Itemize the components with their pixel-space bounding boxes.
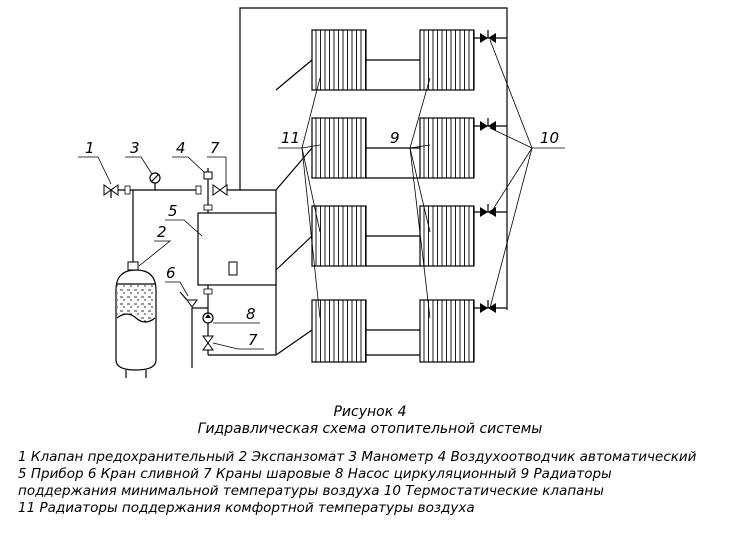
label-4: 4 [176,139,186,157]
label-5: 5 [168,202,178,220]
radiator-comfort-1 [311,29,367,91]
figure-title: Гидравлическая схема отопительной систем… [197,421,543,437]
legend-line: 5 Прибор 6 Кран сливной 7 Краны шаровые … [18,466,612,482]
thermostatic-valve-icon [480,204,496,217]
ball-valve-icon [202,335,214,351]
figure-number: Рисунок 4 [333,404,407,420]
figure-legend: 1 Клапан предохранительный 2 Экспанзомат… [18,449,733,517]
label-10: 10 [540,129,559,147]
boiler-indicator-icon [228,261,238,276]
thermostatic-valves [480,30,496,313]
radiator-comfort-2 [311,117,367,179]
label-7-return: 7 [248,331,258,349]
label-9: 9 [390,129,400,147]
legend-line: поддержания минимальной температуры возд… [18,483,604,499]
radiator-minimum-4 [419,299,475,363]
leader-lines [78,39,565,350]
radiator-comfort-4 [311,299,367,363]
label-1: 1 [85,139,95,157]
radiator-minimum-3 [419,205,475,267]
air-vent-icon [203,168,213,180]
label-11: 11 [281,129,300,147]
legend-line: 11 Радиаторы поддержания комфортной темп… [18,500,475,516]
label-7-supply: 7 [210,139,220,157]
expansion-tank [115,261,157,378]
thermostatic-valve-icon [480,118,496,131]
legend-line: 1 Клапан предохранительный 2 Экспанзомат… [18,449,697,465]
boiler [197,212,277,286]
manometer-icon [149,172,161,184]
comfort-radiators [311,29,367,363]
safety-valve-icon [103,184,119,198]
radiator-minimum-1 [419,29,475,91]
thermostatic-valve-icon [480,300,496,313]
circulation-pump-icon [202,312,214,324]
thermostatic-valve-icon [480,30,496,43]
heating-system-diagram: 1 3 4 7 5 2 6 8 7 11 9 10 [78,7,565,378]
label-3: 3 [130,139,140,157]
radiator-comfort-3 [311,205,367,267]
label-6: 6 [166,264,176,282]
drain-valve-icon [179,291,198,308]
ball-valve-icon [212,184,228,196]
label-8: 8 [246,305,256,323]
minimum-radiators [419,29,475,363]
radiator-minimum-2 [419,117,475,179]
label-2: 2 [157,223,167,241]
